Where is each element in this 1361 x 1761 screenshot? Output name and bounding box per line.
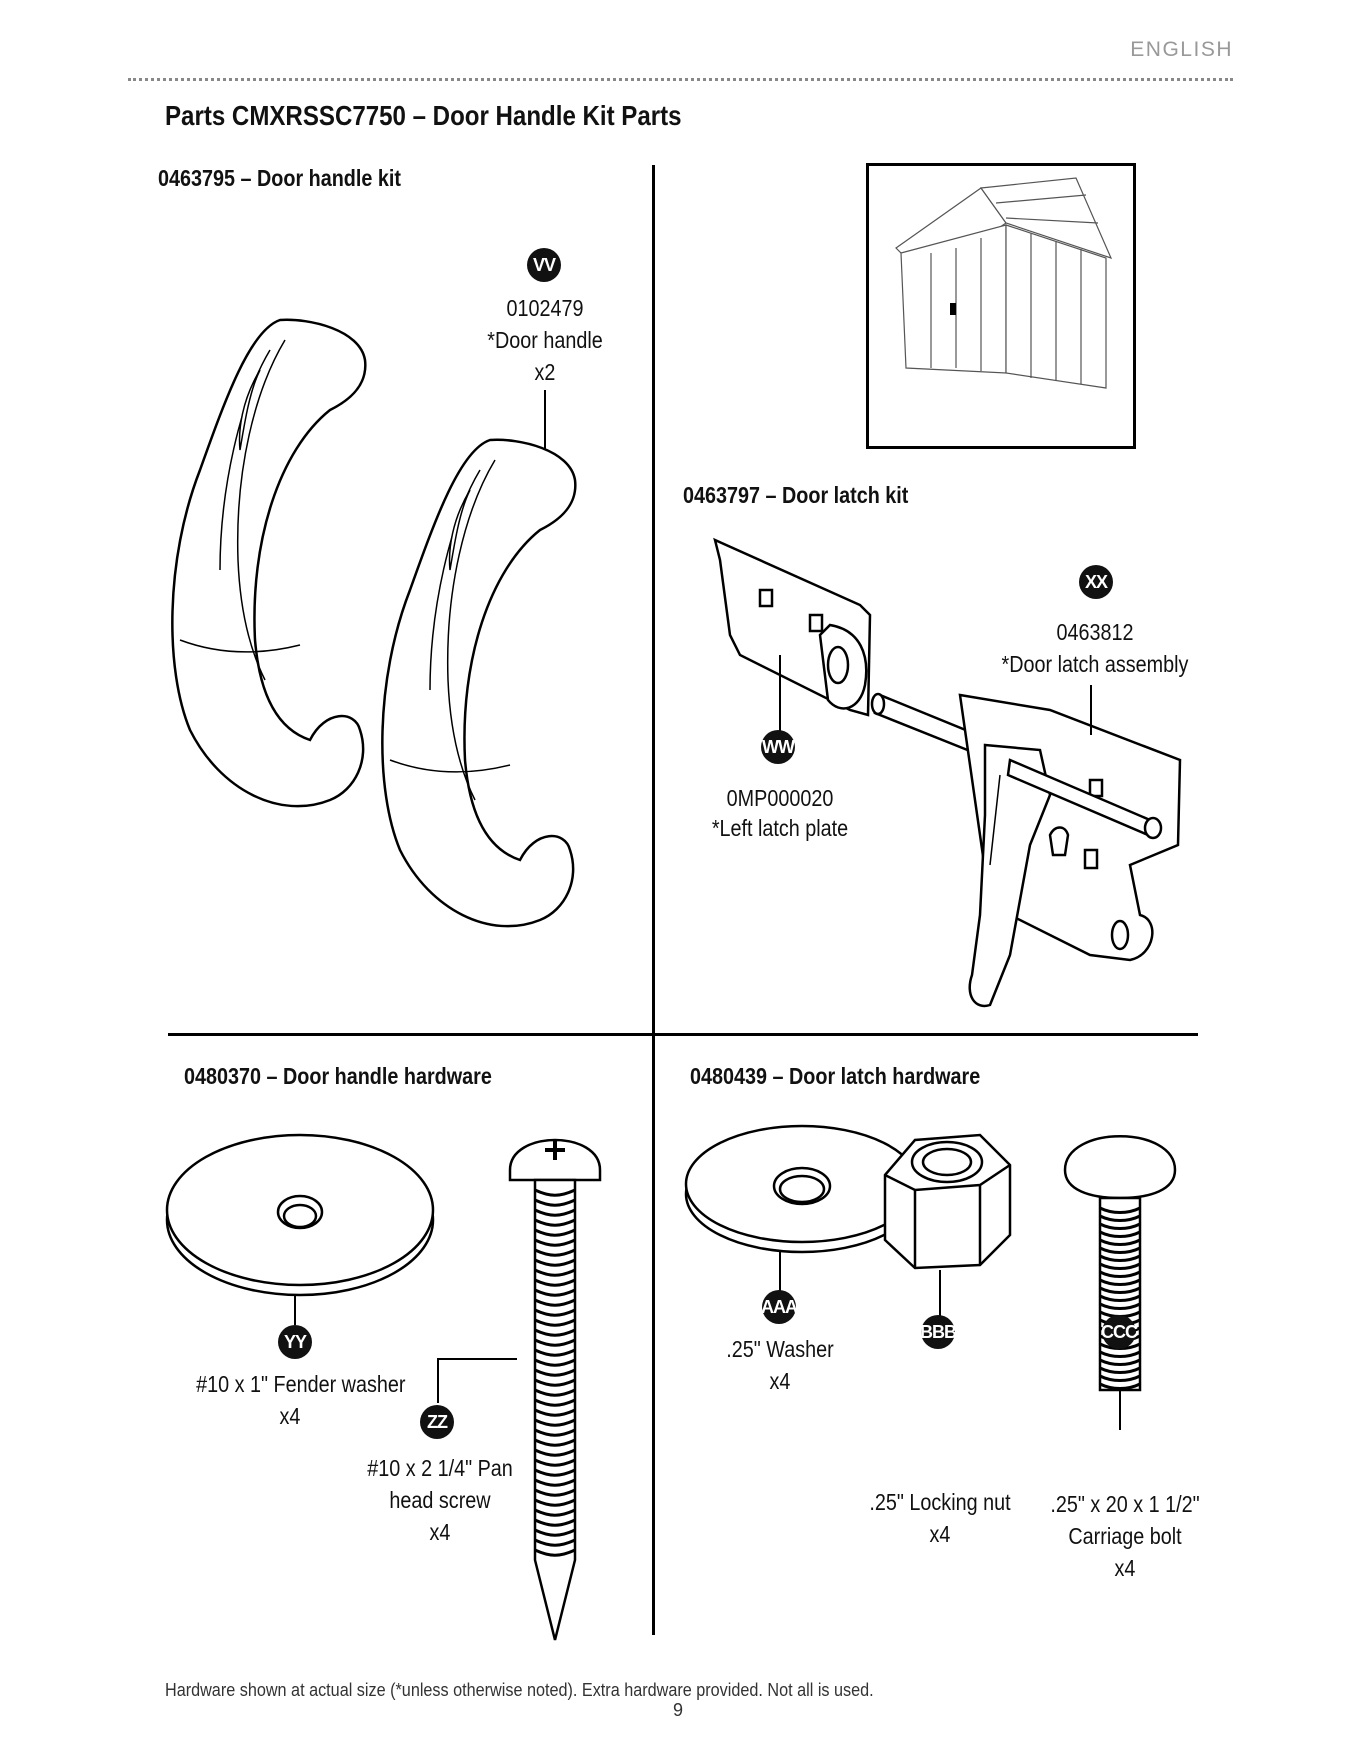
part-name-pan-head-screw: #10 x 2 1/4" Pan	[367, 1455, 513, 1481]
section-heading-handle-kit: 0463795 – Door handle kit	[158, 165, 401, 191]
leader-line	[939, 1270, 941, 1320]
fender-washer-illustration	[165, 1133, 435, 1297]
part-name-carriage-bolt-2: Carriage bolt	[1068, 1523, 1182, 1549]
part-qty-carriage-bolt: x4	[1114, 1555, 1136, 1581]
part-badge-bbb: BBB	[920, 1315, 957, 1349]
washer-illustration	[684, 1124, 920, 1254]
leader-line	[1090, 685, 1092, 735]
leader-line	[779, 655, 781, 735]
header-divider	[128, 78, 1233, 81]
locking-nut-illustration	[883, 1133, 1012, 1270]
shed-location-illustration	[866, 163, 1136, 449]
leader-line	[544, 390, 546, 470]
section-heading-latch-kit: 0463797 – Door latch kit	[683, 482, 909, 508]
part-badge-zz: ZZ	[420, 1405, 454, 1439]
part-name-fender-washer: #10 x 1" Fender washer	[196, 1371, 406, 1397]
page-number: 9	[673, 1700, 684, 1720]
part-name-door-handle: *Door handle	[487, 327, 603, 353]
part-name-left-latch-plate: *Left latch plate	[711, 815, 849, 841]
leader-line	[1119, 1390, 1121, 1430]
part-qty-fender-washer: x4	[279, 1403, 301, 1429]
part-badge-yy: YY	[278, 1325, 312, 1359]
part-qty-door-handle: x2	[534, 359, 556, 385]
part-name-locking-nut: .25" Locking nut	[869, 1489, 1011, 1515]
part-name-latch-assembly: *Door latch assembly	[1001, 651, 1189, 677]
part-number-latch-assembly: 0463812	[1056, 619, 1134, 645]
part-name-washer: .25" Washer	[726, 1336, 834, 1362]
part-number-left-latch-plate: 0MP000020	[726, 785, 834, 811]
door-handle-illustration	[171, 318, 577, 928]
carriage-bolt-illustration	[1063, 1135, 1177, 1392]
leader-line	[294, 1295, 296, 1325]
leader-line	[437, 1358, 517, 1360]
pan-head-screw-illustration	[508, 1138, 602, 1641]
page-title: Parts CMXRSSC7750 – Door Handle Kit Part…	[165, 100, 682, 131]
part-badge-vv: VV	[527, 248, 561, 282]
vertical-divider	[652, 165, 655, 1635]
part-qty-washer: x4	[769, 1368, 791, 1394]
leader-line	[437, 1358, 439, 1403]
language-label: ENGLISH	[1130, 38, 1233, 61]
door-latch-illustration	[713, 537, 1182, 1008]
part-number-door-handle: 0102479	[506, 295, 584, 321]
section-heading-latch-hardware: 0480439 – Door latch hardware	[690, 1063, 981, 1089]
horizontal-divider	[168, 1033, 1198, 1036]
part-name-pan-head-screw-2: head screw	[389, 1487, 491, 1513]
part-badge-aaa: AAA	[761, 1290, 798, 1324]
part-name-carriage-bolt: .25" x 20 x 1 1/2"	[1050, 1491, 1200, 1517]
part-qty-locking-nut: x4	[929, 1521, 951, 1547]
section-heading-handle-hardware: 0480370 – Door handle hardware	[184, 1063, 492, 1089]
part-badge-ww: WW	[761, 730, 795, 764]
part-badge-ccc: CCC	[1101, 1315, 1138, 1349]
part-qty-pan-head-screw: x4	[429, 1519, 451, 1545]
footer-note: Hardware shown at actual size (*unless o…	[165, 1680, 874, 1700]
leader-line	[779, 1250, 781, 1295]
part-badge-xx: XX	[1079, 565, 1113, 599]
